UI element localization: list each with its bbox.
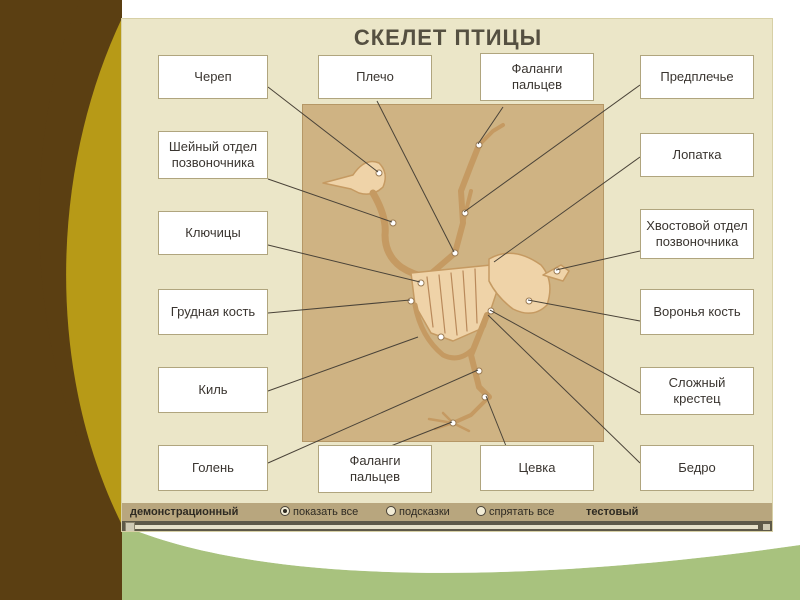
label-skull[interactable]: Череп xyxy=(158,55,268,99)
hints-label: подсказки xyxy=(399,506,450,518)
label-toe-phalanges[interactable]: Фаланги пальцев xyxy=(318,445,432,493)
label-shoulder[interactable]: Плечо xyxy=(318,55,432,99)
progress-track-fill xyxy=(130,525,758,529)
page-title: СКЕЛЕТ ПТИЦЫ xyxy=(353,25,543,50)
label-wing-phalanges[interactable]: Фаланги пальцев xyxy=(480,53,594,101)
label-caudal-spine[interactable]: Хвостовой отдел позвоночника xyxy=(640,209,754,259)
label-tibia[interactable]: Голень xyxy=(158,445,268,491)
mode-control-bar: демонстрационный показать все подсказки … xyxy=(122,503,772,521)
hide-all-radio-icon xyxy=(476,506,486,516)
test-mode-tab[interactable]: тестовый xyxy=(586,506,639,518)
hints-radio-icon xyxy=(386,506,396,516)
label-forearm[interactable]: Предплечье xyxy=(640,55,754,99)
label-scapula[interactable]: Лопатка xyxy=(640,133,754,177)
show-all-label: показать все xyxy=(293,506,359,518)
label-sternum[interactable]: Грудная кость xyxy=(158,289,268,335)
label-tarsus[interactable]: Цевка xyxy=(480,445,594,491)
label-coracoid[interactable]: Воронья кость xyxy=(640,289,754,335)
hide-all-label: спрятать все xyxy=(489,506,555,518)
skeleton-app-window: СКЕЛЕТ ПТИЦЫ xyxy=(121,18,773,532)
skeleton-image-panel xyxy=(302,104,604,442)
hints-option[interactable]: подсказки xyxy=(386,503,450,521)
progress-thumb[interactable] xyxy=(125,522,135,531)
demo-mode-tab[interactable]: демонстрационный xyxy=(130,506,239,518)
show-all-radio-icon xyxy=(280,506,290,516)
progress-track[interactable] xyxy=(122,521,772,531)
label-synsacrum[interactable]: Сложный крестец xyxy=(640,367,754,415)
label-cervical-spine[interactable]: Шейный отдел позвоночника xyxy=(158,131,268,179)
hide-all-option[interactable]: спрятать все xyxy=(476,503,554,521)
show-all-option[interactable]: показать все xyxy=(280,503,358,521)
label-keel[interactable]: Киль xyxy=(158,367,268,413)
label-femur[interactable]: Бедро xyxy=(640,445,754,491)
track-end-icon xyxy=(763,524,770,530)
label-clavicles[interactable]: Ключицы xyxy=(158,211,268,255)
bird-skeleton-image xyxy=(322,123,570,433)
